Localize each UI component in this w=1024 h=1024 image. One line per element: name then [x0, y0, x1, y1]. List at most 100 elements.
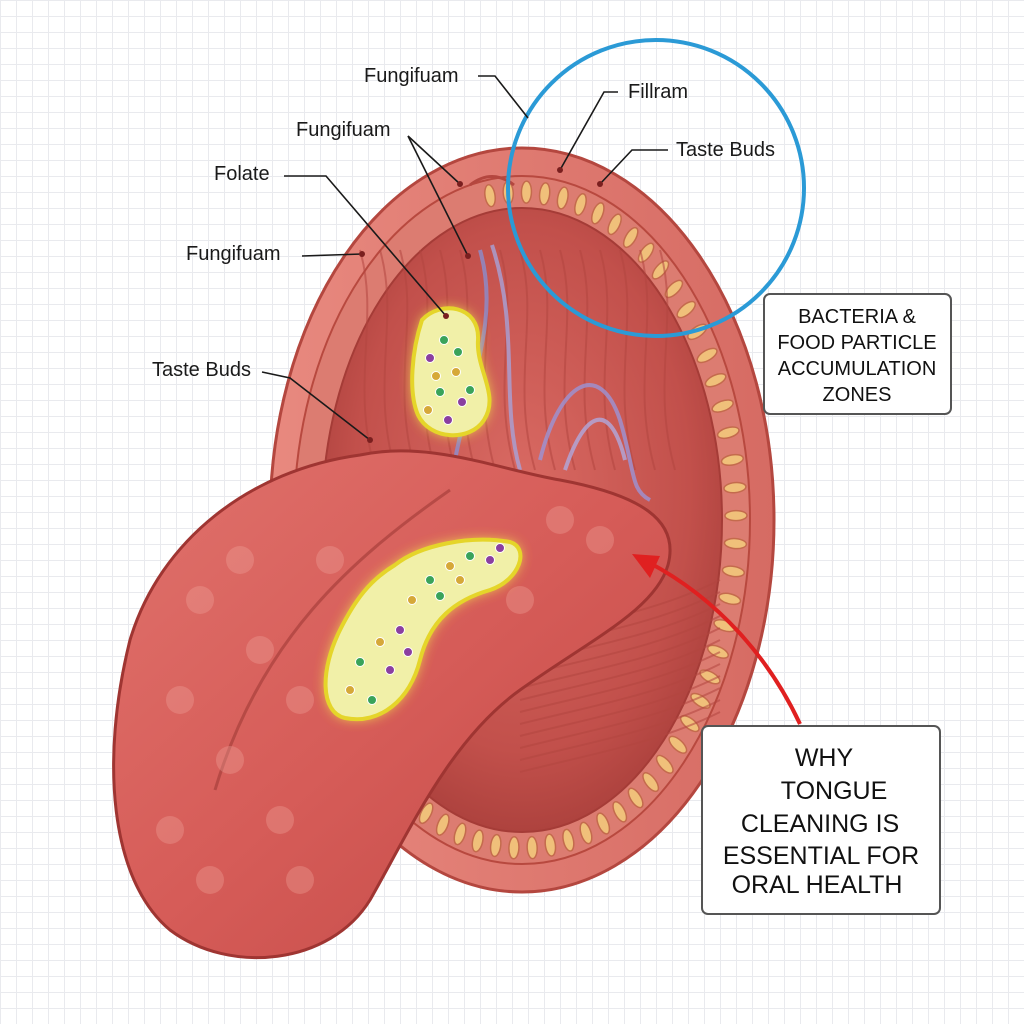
papilla	[723, 481, 747, 494]
tongue-median-groove	[213, 488, 451, 791]
leader-fungifuam-mid-b	[407, 135, 469, 257]
bacteria-particle	[407, 595, 417, 605]
papilla	[453, 822, 467, 846]
muscle-fibre	[659, 249, 676, 471]
texture-spot	[226, 546, 254, 574]
callout-why-line-5: ORAL HEALTH	[732, 871, 903, 899]
leader-taste-buds-left	[261, 371, 371, 441]
muscle-fibre	[519, 249, 536, 471]
papilla	[711, 399, 734, 413]
bacteria-particles-upper	[423, 335, 475, 425]
bacteria-particle	[425, 575, 435, 585]
bacteria-particle	[453, 347, 463, 357]
papilla	[655, 754, 674, 774]
bacteria-particle	[457, 397, 467, 407]
label-fillram: Fillram	[628, 81, 688, 103]
muscle-fibre	[619, 249, 636, 471]
callout-why-line-2: TONGUE	[781, 777, 888, 805]
red-arrow	[632, 554, 802, 725]
texture-spot	[266, 806, 294, 834]
papilla	[706, 644, 729, 659]
callout-bacteria-line-3: ACCUMULATION	[778, 358, 937, 380]
muscle-fibre	[519, 675, 721, 737]
papilla	[718, 592, 742, 606]
callout-bacteria-line-4: ZONES	[823, 384, 892, 406]
papilla	[544, 833, 557, 857]
papillae-ring	[402, 180, 748, 860]
papilla	[704, 372, 727, 388]
muscle-fibre	[519, 711, 721, 773]
callout-bacteria: BACTERIA & FOOD PARTICLE ACCUMULATION ZO…	[763, 293, 952, 415]
leader-lines	[261, 75, 668, 443]
papilla	[590, 202, 605, 225]
papilla	[520, 180, 533, 204]
bacteria-particle	[355, 657, 365, 667]
bacteria-particle	[445, 561, 455, 571]
bacteria-particle	[485, 555, 495, 565]
papilla	[574, 193, 587, 216]
arrow-head	[632, 554, 660, 578]
texture-spot	[286, 686, 314, 714]
texture-spot	[546, 506, 574, 534]
papilla	[723, 537, 748, 550]
bacteria-particle	[455, 575, 465, 585]
papilla	[676, 300, 696, 319]
muscle-fibre	[519, 651, 721, 713]
uvula-notch	[469, 175, 515, 187]
muscle-fibre	[599, 249, 616, 471]
highlight-circle	[506, 38, 806, 338]
leader-dot	[597, 181, 603, 187]
papilla	[721, 565, 745, 578]
papilla	[562, 828, 575, 852]
bacteria-zone-upper	[410, 306, 492, 438]
texture-spot	[156, 816, 184, 844]
leader-fungifuam-left	[301, 253, 363, 257]
papilla	[435, 813, 450, 836]
muscle-fibre	[499, 249, 516, 471]
papilla	[489, 833, 502, 858]
bacteria-particle	[465, 385, 475, 395]
callout-bacteria-line-2: FOOD PARTICLE	[777, 332, 936, 354]
bacteria-particle	[423, 405, 433, 415]
papilla	[664, 279, 684, 299]
label-taste-buds-right: Taste Buds	[676, 139, 775, 161]
papilla	[556, 186, 569, 210]
papilla	[579, 821, 593, 845]
papilla	[716, 426, 740, 440]
bacteria-particle	[439, 335, 449, 345]
bacteria-particle	[431, 371, 441, 381]
bacteria-particle	[465, 551, 475, 561]
papilla	[418, 802, 434, 825]
leader-folate	[284, 175, 447, 317]
papilla	[627, 787, 644, 809]
papilla	[612, 800, 628, 823]
bacteria-particle	[495, 543, 505, 553]
leader-fillram	[559, 91, 618, 171]
texture-spot	[186, 586, 214, 614]
papilla	[720, 453, 744, 467]
texture-spot	[196, 866, 224, 894]
papilla	[668, 735, 688, 754]
callout-bacteria-line-1: BACTERIA &	[798, 306, 916, 328]
tongue-texture	[156, 506, 614, 894]
leader-dot	[359, 251, 365, 257]
texture-spot	[586, 526, 614, 554]
callout-why-line-4: ESSENTIAL FOR	[723, 842, 919, 870]
label-fungifuam-left: Fungifuam	[186, 243, 281, 265]
leader-dot	[465, 253, 471, 259]
bacteria-particle	[425, 353, 435, 363]
texture-spot	[316, 546, 344, 574]
bacteria-particle	[435, 387, 445, 397]
muscle-fibre	[399, 249, 416, 471]
papilla	[607, 213, 622, 236]
papilla	[724, 509, 748, 522]
callout-why-line-1: WHY	[795, 744, 854, 772]
bacteria-particle	[443, 415, 453, 425]
bacteria-particle	[367, 695, 377, 705]
papilla	[596, 812, 611, 835]
bacteria-particle	[375, 637, 385, 647]
texture-spot	[166, 686, 194, 714]
muscle-fibre	[639, 249, 656, 471]
label-fungifuam-top: Fungifuam	[364, 65, 459, 87]
